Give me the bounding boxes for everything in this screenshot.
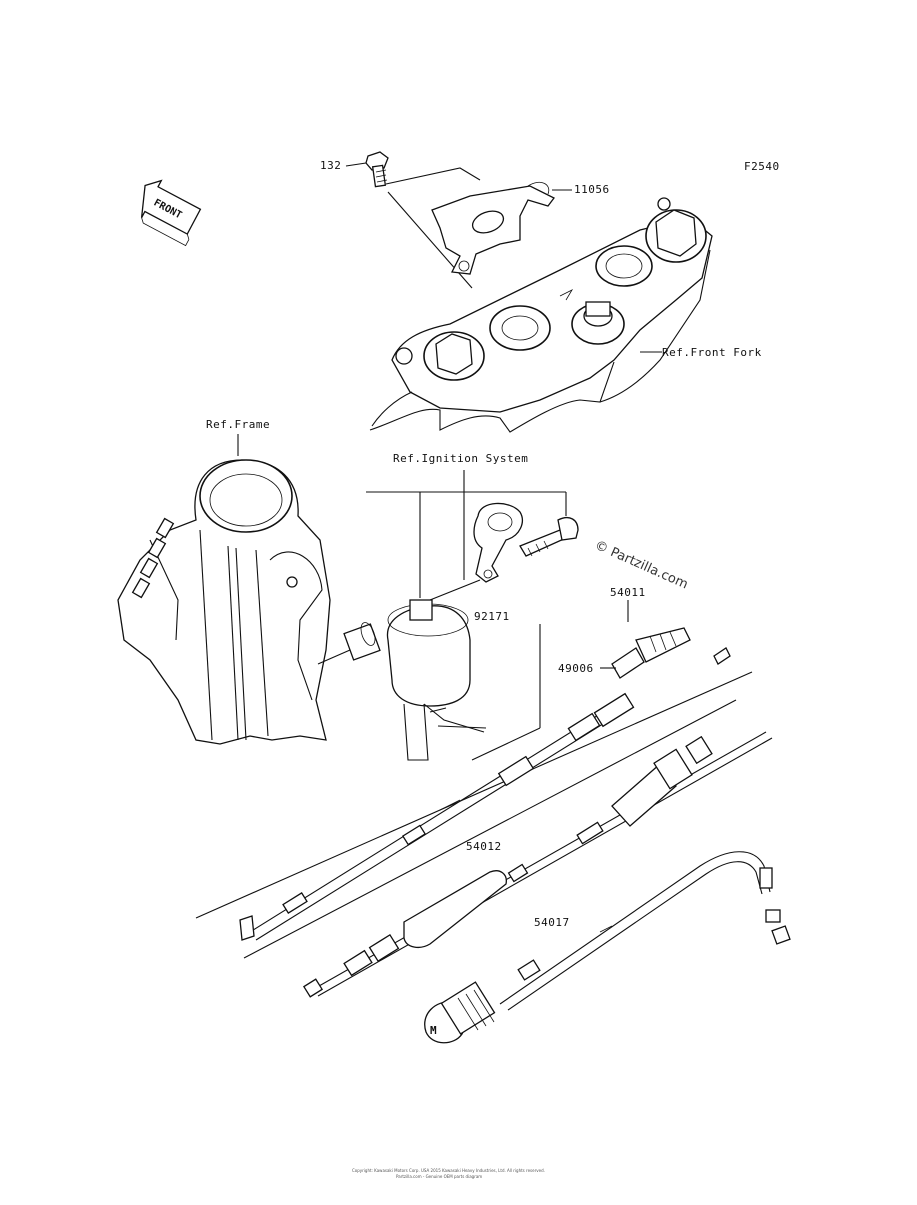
svg-text:M: M [430, 1024, 437, 1037]
footer-line-2: Partzilla.com - Genuine OEM parts diagra… [396, 1174, 482, 1179]
ignition-clamp [419, 502, 579, 605]
cable-54012 [302, 731, 773, 998]
cable-54011 [195, 647, 753, 959]
figure-code: F2540 [744, 160, 780, 173]
footer-line-1: Copyright: Kawasaki Motors Corp. USA 201… [352, 1168, 545, 1173]
ignition-switch [317, 599, 487, 761]
part-label-54017: 54017 [534, 916, 570, 929]
ref-ignition-system: Ref.Ignition System [393, 452, 528, 465]
part-label-49006: 49006 [558, 662, 594, 675]
cable-end-54011 [611, 627, 691, 679]
front-arrow-icon: FRONT [140, 179, 202, 247]
part-label-132: 132 [320, 159, 341, 172]
part-label-54012: 54012 [466, 840, 502, 853]
bracket-11056 [385, 167, 555, 289]
ref-front-fork: Ref.Front Fork [662, 346, 762, 359]
frame-head-pipe [117, 459, 331, 745]
bolt-132 [345, 151, 389, 188]
part-label-54011: 54011 [610, 586, 646, 599]
part-label-11056: 11056 [574, 183, 610, 196]
part-label-92171: 92171 [474, 610, 510, 623]
watermark: © Partzilla.com [592, 538, 690, 593]
ref-frame: Ref.Frame [206, 418, 270, 431]
steering-stem-head [369, 197, 713, 433]
cable-54017: M [424, 851, 791, 1044]
